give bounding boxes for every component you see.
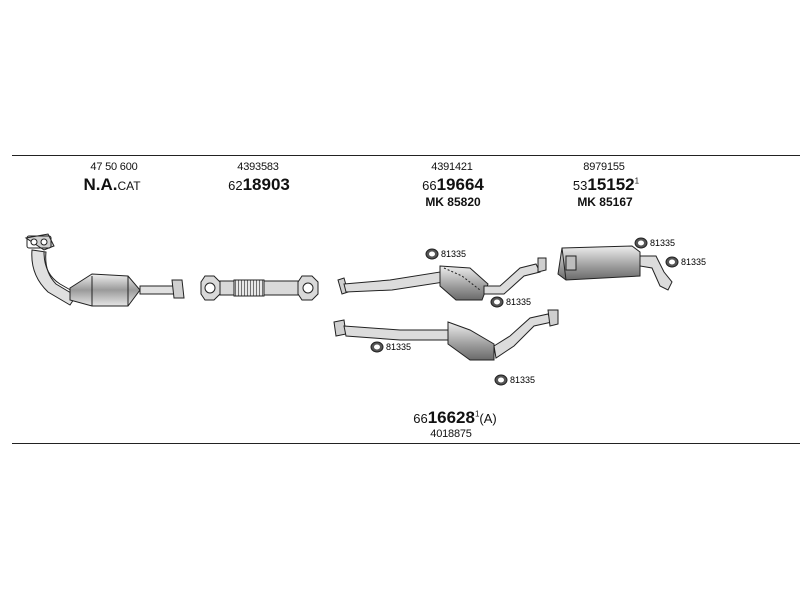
catalyst-reference: N.A.CAT (83, 175, 141, 194)
rear-silencer (557, 245, 673, 291)
middle-silencer-assembly (337, 257, 547, 301)
clamp-4: 81335 (494, 374, 535, 386)
middle-silencer-part-number: 4391421 (431, 161, 473, 173)
bottom-divider (12, 443, 800, 444)
rear-silencer-mk: MK 85167 (577, 195, 633, 209)
top-divider (12, 155, 800, 156)
clamp-icon-hole (494, 299, 500, 305)
clamp-5: 81335 (634, 237, 675, 249)
clamp-icon-hole (669, 259, 675, 265)
middle-silencer-mk: MK 85820 (425, 195, 481, 209)
middle-silencer-reference: 6619664 (422, 175, 484, 194)
clamp-icon-hole (429, 251, 435, 257)
alternative-middle-pipe (333, 309, 559, 361)
clamp-3: 81335 (370, 341, 411, 353)
flex-pipe-reference: 6218903 (228, 175, 290, 194)
clamp-label: 81335 (510, 375, 535, 385)
clamp-icon-hole (638, 240, 644, 246)
front-pipe-catalyst (24, 233, 185, 307)
clamp-icon-hole (498, 377, 504, 383)
rear-silencer-part-number: 8979155 (583, 161, 625, 173)
clamp-label: 81335 (650, 238, 675, 248)
combined-pipe-reference: 66166281(A) (413, 408, 497, 427)
clamp-label: 81335 (386, 342, 411, 352)
clamp-label: 81335 (681, 257, 706, 267)
flex-pipe (200, 275, 319, 301)
clamp-1: 81335 (425, 248, 466, 260)
rear-silencer-reference: 53151521 (572, 175, 640, 194)
clamp-label: 81335 (441, 249, 466, 259)
flex-pipe-part-number: 4393583 (237, 161, 279, 173)
clamp-6: 81335 (665, 256, 706, 268)
combined-pipe-part-number: 4018875 (430, 428, 472, 440)
catalyst-part-number: 47 50 600 (90, 161, 138, 173)
clamp-icon-hole (374, 344, 380, 350)
clamp-label: 81335 (506, 297, 531, 307)
clamp-2: 81335 (490, 296, 531, 308)
clamps: 81335 81335 81335 81335 81335 81335 (370, 237, 706, 386)
